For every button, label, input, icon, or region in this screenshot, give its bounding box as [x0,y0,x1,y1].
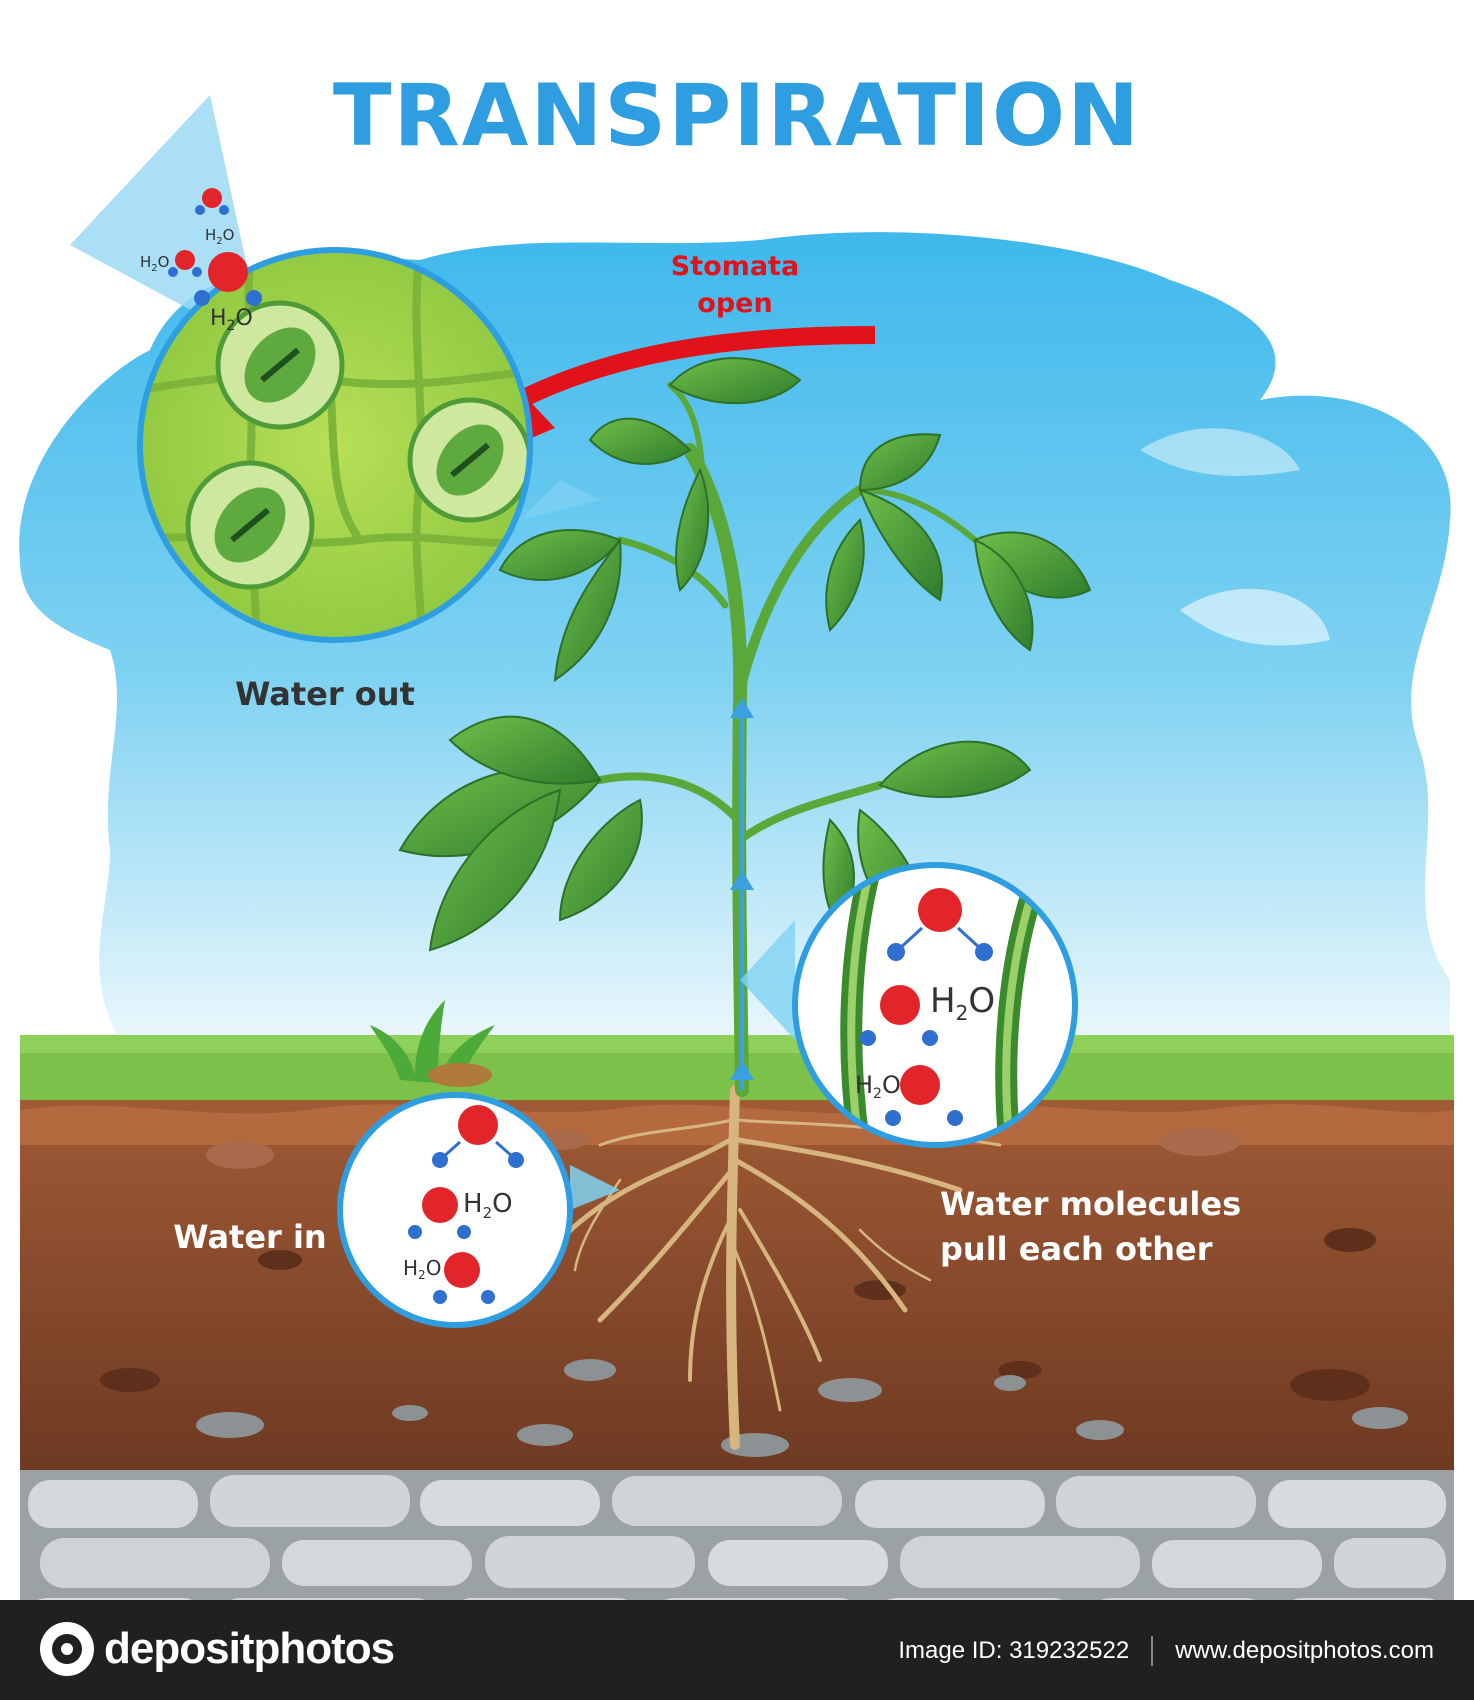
water-molecule [860,985,938,1046]
page-title: TRANSPIRATION [333,66,1141,166]
h2o-label: H2O [463,1189,513,1222]
image-id: Image ID: 319232522 [898,1637,1130,1664]
footer-divider [1151,1636,1154,1666]
guard-cell [407,397,530,523]
water-molecule [194,252,262,306]
guard-cell [215,300,345,430]
water-molecule [885,1065,963,1126]
footer-info: Image ID: 319232522 www.depositphotos.co… [898,1636,1434,1666]
water-out-label: Water out [235,675,415,713]
xylem-arrow [730,870,754,890]
water-molecule [432,1105,524,1168]
h2o-label: H2O [210,306,253,334]
brand-name: depositphotos [104,1624,395,1673]
water-molecule [408,1187,471,1239]
xylem-arrow [730,698,754,718]
site-url: www.depositphotos.com [1175,1637,1434,1664]
stomata-zoom-view [70,95,600,643]
water-in-label: Water in [173,1218,326,1256]
xylem-arrow [730,1060,754,1080]
water-molecule [433,1252,495,1304]
water-molecules-label-line1: Water molecules [940,1185,1241,1223]
h2o-label: H2O [855,1071,901,1102]
grass-tuft [370,1000,495,1087]
h2o-label: H2O [403,1256,441,1282]
guard-cell [185,460,315,590]
plant-roots [557,1085,1002,1450]
water-molecule [195,188,229,215]
camera-lens-icon [40,1622,94,1676]
stomata-open-label-line1: Stomata [671,251,799,282]
h2o-label: H2O [140,253,169,274]
water-molecules-label-line2: pull each other [940,1230,1213,1268]
stem-zoom-view [740,862,1078,1148]
h2o-label: H2O [930,981,995,1025]
watermark-footer: depositphotos Image ID: 319232522 www.de… [0,1600,1474,1700]
water-molecule [168,250,202,277]
depositphotos-logo: depositphotos [40,1622,395,1676]
plant-stem [596,382,978,1097]
stomata-open-label-line2: open [697,288,772,319]
h2o-label: H2O [205,226,234,247]
water-molecule [887,888,993,961]
